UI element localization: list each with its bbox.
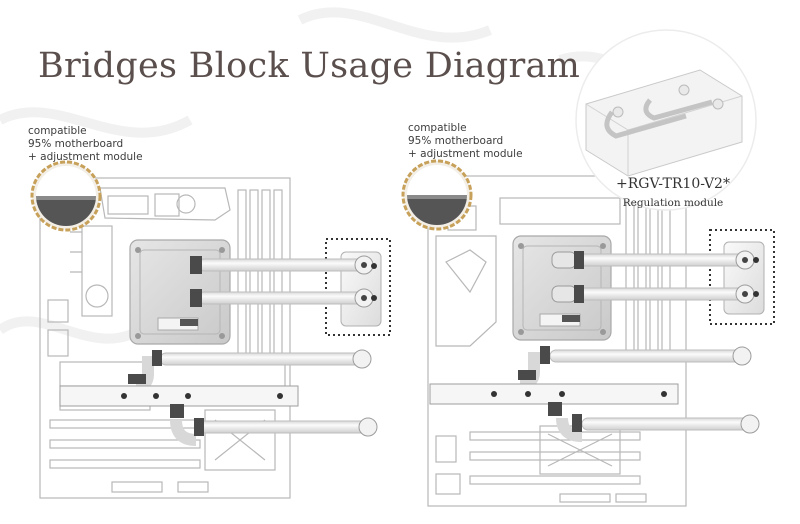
left-gauge-icon — [30, 160, 102, 232]
right-note-line: + adjustment module — [408, 148, 523, 160]
left-regulation-module — [325, 238, 391, 336]
module-model-name: +RGV-TR10-V2* — [616, 176, 730, 192]
left-note-line: compatible — [28, 125, 87, 137]
left-note-line: 95% motherboard — [28, 138, 124, 150]
right-note-line: 95% motherboard — [408, 135, 504, 147]
left-compatibility-note: compatible 95% motherboard + adjustment … — [28, 125, 143, 164]
right-tubes — [429, 250, 760, 442]
right-motherboard — [427, 175, 687, 507]
left-note-line: + adjustment module — [28, 151, 143, 163]
right-regulation-module — [709, 229, 775, 325]
left-tubes — [59, 255, 378, 446]
page-title: Bridges Block Usage Diagram — [38, 46, 581, 86]
right-note-line: compatible — [408, 122, 467, 134]
right-compatibility-note: compatible 95% motherboard + adjustment … — [408, 122, 523, 161]
regulation-module-photo — [575, 29, 757, 211]
right-gauge-icon — [401, 159, 473, 231]
module-caption: Regulation module — [622, 197, 724, 209]
